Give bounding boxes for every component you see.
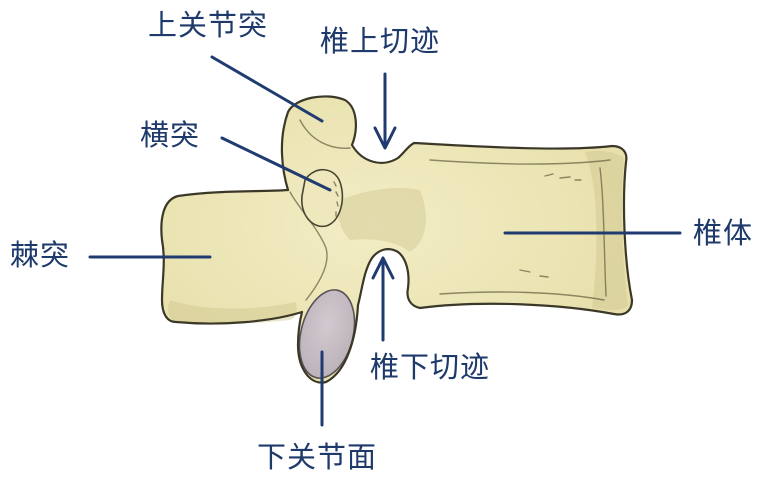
- transverse-process-shape: [301, 168, 344, 228]
- sap-contour: [299, 119, 351, 149]
- label-vertebral-body: 椎体: [693, 216, 754, 250]
- transverse-process-hatch: [333, 181, 339, 217]
- lamina-contour: [289, 191, 328, 301]
- spinous-shade: [168, 300, 297, 325]
- label-superior-vertebral-notch: 椎上切迹: [320, 24, 441, 58]
- label-inferior-articular-facet: 下关节面: [257, 440, 378, 474]
- arrow-head-up: [371, 256, 395, 280]
- body-endplate-contour: [429, 159, 611, 165]
- arrow-superior-vertebral-notch: [373, 72, 397, 150]
- label-inferior-vertebral-notch: 椎下切迹: [370, 350, 491, 384]
- label-transverse-process: 横突: [140, 118, 201, 152]
- body-lower-contour: [439, 291, 605, 301]
- vertebra-outline: [160, 95, 634, 384]
- label-superior-articular-process: 上关节突: [148, 8, 269, 42]
- body-ring-contour: [599, 167, 607, 297]
- pedicle-shade: [338, 188, 426, 252]
- leader-superior-articular-process: [210, 55, 324, 123]
- label-spinous-process: 棘突: [10, 238, 71, 272]
- body-right-shade: [585, 150, 628, 310]
- arrow-inferior-vertebral-notch: [371, 256, 395, 342]
- leader-transverse-process: [220, 136, 332, 192]
- arrow-head-down: [373, 126, 397, 150]
- body-texture: [519, 173, 582, 278]
- vertebra-bone: [161, 96, 633, 383]
